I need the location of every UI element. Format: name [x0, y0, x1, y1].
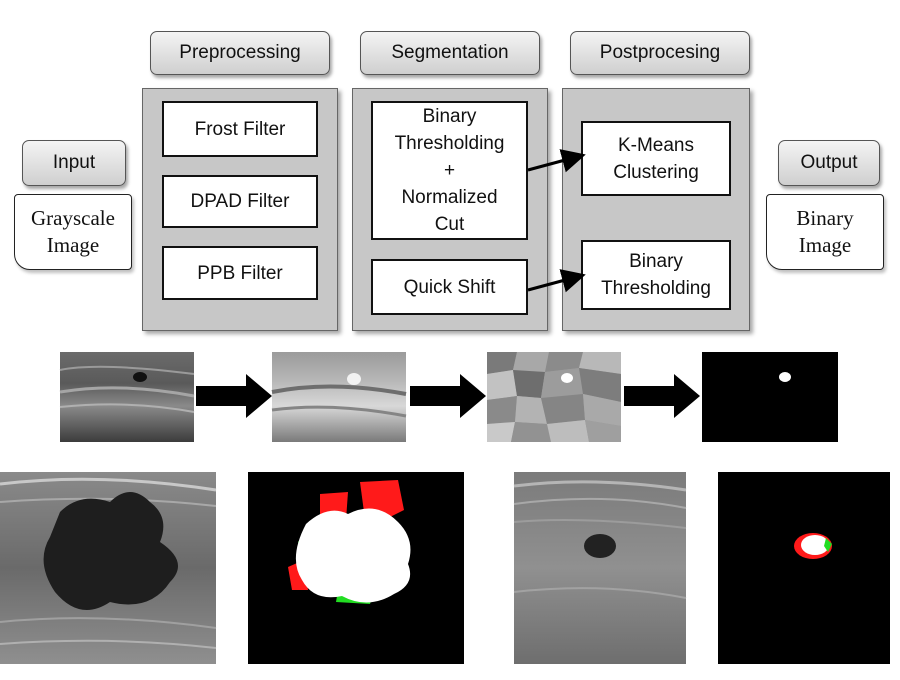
header-postprocessing: Postprocesing: [570, 31, 750, 75]
step-dpad-filter: DPAD Filter: [162, 175, 318, 228]
step-ppb-filter: PPB Filter: [162, 246, 318, 300]
header-segmentation: Segmentation: [360, 31, 540, 75]
header-preprocessing: Preprocessing: [150, 31, 330, 75]
header-input: Input: [22, 140, 126, 186]
step-binary-thresholding: Binary Thresholding: [581, 240, 731, 310]
input-grayscale-image-doc: Grayscale Image: [14, 194, 132, 270]
step-binary-thresholding-normalized-cut: Binary Thresholding + Normalized Cut: [371, 101, 528, 240]
step-frost-filter: Frost Filter: [162, 101, 318, 157]
header-output: Output: [778, 140, 880, 186]
output-binary-image-doc: Binary Image: [766, 194, 884, 270]
step-quick-shift: Quick Shift: [371, 259, 528, 315]
filtered-image-thumbnail: [271, 352, 407, 442]
segmentation-overlay-1: [248, 472, 464, 664]
ultrasound-input-thumbnail: [59, 352, 195, 442]
ultrasound-example-2: [513, 472, 687, 664]
binary-mask-thumbnail: [702, 352, 838, 442]
arrow-right-icon: [624, 374, 700, 418]
ultrasound-example-1: [0, 472, 217, 664]
superpixel-segmentation-thumbnail: [487, 352, 621, 442]
arrow-right-icon: [196, 374, 272, 418]
arrow-right-icon: [410, 374, 486, 418]
step-k-means-clustering: K-Means Clustering: [581, 121, 731, 196]
segmentation-overlay-2: [718, 472, 890, 664]
